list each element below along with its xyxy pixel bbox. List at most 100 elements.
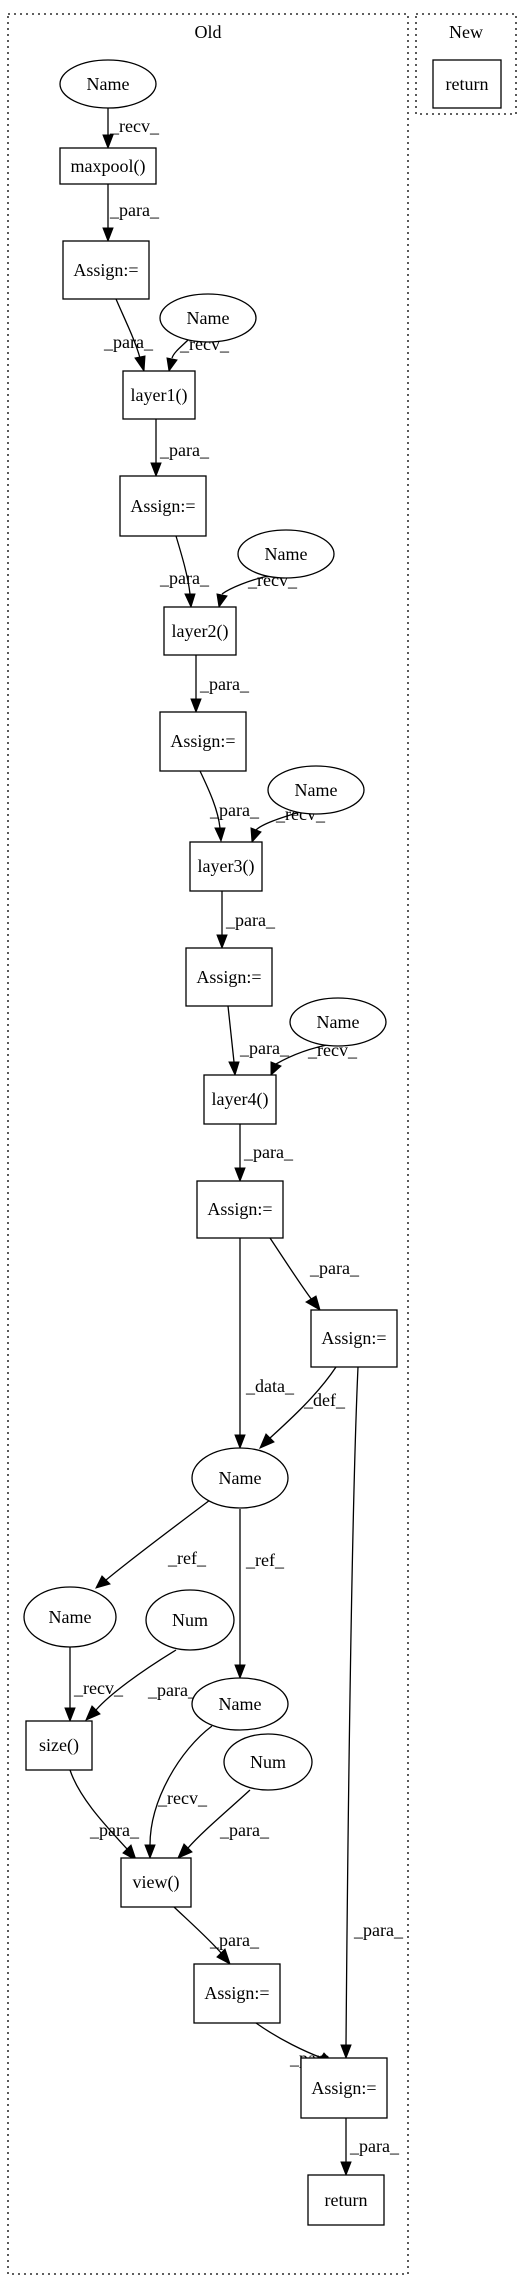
edge-recv-nameleft-size: _recv_ [64, 1647, 124, 1723]
edge-para-assign8-return: _para_ [340, 2118, 400, 2177]
edge-label: _para_ [209, 800, 260, 820]
node-layer3: layer3() [189, 841, 263, 892]
node-name-layer4: Name [289, 997, 387, 1047]
svg-text:layer2(): layer2() [172, 621, 229, 642]
edge-label: _para_ [199, 674, 250, 694]
svg-text:Name: Name [219, 1694, 262, 1714]
edge-para-layer3-assign4: _para_ [216, 891, 276, 950]
svg-text:Assign:=: Assign:= [73, 260, 138, 280]
edge-recv-name-maxpool: _recv_ [102, 106, 160, 150]
node-maxpool: maxpool() [59, 147, 157, 185]
edge-para-maxpool-assign1: _para_ [102, 184, 160, 243]
edge-label: _para_ [159, 440, 210, 460]
node-view: view() [120, 1857, 192, 1908]
svg-text:Assign:=: Assign:= [321, 1328, 386, 1348]
svg-text:size(): size() [39, 1735, 79, 1756]
edge-recv-nameright-view: _recv_ [144, 1725, 213, 1860]
edge-para-assign1-layer1: _para_ [103, 298, 154, 373]
edge-label: _para_ [109, 200, 160, 220]
svg-text:layer3(): layer3() [198, 856, 255, 877]
edge-label: _recv_ [157, 1788, 208, 1808]
edge-para-layer4-assign5: _para_ [234, 1124, 294, 1183]
edge-ref-name-nameright: _ref_ [234, 1509, 285, 1680]
svg-text:Assign:=: Assign:= [196, 967, 261, 987]
edge-para-layer2-assign3: _para_ [190, 655, 250, 714]
edge-para-assign4-layer4: _para_ [227, 1005, 290, 1077]
edge-label: _para_ [243, 1142, 294, 1162]
svg-text:Name: Name [219, 1468, 262, 1488]
node-return-new: return [432, 59, 502, 109]
svg-text:Assign:=: Assign:= [311, 2078, 376, 2098]
node-assign-6: Assign:= [310, 1309, 398, 1368]
node-assign-4: Assign:= [185, 947, 273, 1007]
svg-text:maxpool(): maxpool() [71, 156, 146, 177]
edge-label: _def_ [303, 1390, 346, 1410]
node-return-old: return [307, 2174, 385, 2226]
edge-label: _para_ [239, 1038, 290, 1058]
node-layer4: layer4() [203, 1074, 277, 1125]
svg-text:Name: Name [317, 1012, 360, 1032]
edge-data-assign5-name: _data_ [234, 1238, 295, 1450]
node-assign-1: Assign:= [62, 240, 150, 300]
edges: _recv_ _para_ _para_ _recv_ _para_ [64, 106, 404, 2177]
node-name-layer3: Name [267, 765, 365, 815]
node-num-1: Num [145, 1589, 235, 1651]
edge-para-assign2-layer2: _para_ [159, 535, 210, 609]
node-name-left: Name [23, 1586, 117, 1648]
edge-label: _para_ [309, 1258, 360, 1278]
edge-para-assign6-assign8: _para_ [340, 1366, 404, 2060]
svg-text:Assign:=: Assign:= [170, 731, 235, 751]
edge-label: _ref_ [245, 1550, 285, 1570]
edge-label: _para_ [225, 910, 276, 930]
svg-text:Name: Name [265, 544, 308, 564]
nodes: Name maxpool() Assign:= Name layer1() As… [23, 59, 502, 2226]
svg-text:Name: Name [49, 1607, 92, 1627]
edge-para-assign5-assign6: _para_ [269, 1237, 360, 1312]
svg-text:view(): view() [133, 1872, 180, 1893]
cluster-new-label: New [449, 22, 483, 42]
edge-para-size-view: _para_ [69, 1769, 140, 1862]
edge-label: _para_ [159, 568, 210, 588]
svg-text:Assign:=: Assign:= [204, 1983, 269, 2003]
node-name-layer2: Name [237, 529, 335, 579]
node-assign-8: Assign:= [300, 2057, 388, 2119]
edge-para-assign3-layer3: _para_ [199, 770, 260, 843]
edge-label: _recv_ [109, 116, 160, 136]
node-size: size() [25, 1720, 93, 1771]
edge-label: _ref_ [167, 1548, 207, 1568]
node-layer1: layer1() [122, 370, 196, 420]
edge-def-assign6-name: _def_ [259, 1366, 346, 1449]
cluster-new: New [415, 13, 517, 115]
node-name-top: Name [59, 59, 157, 109]
edge-label: _para_ [353, 1920, 404, 1940]
node-layer2: layer2() [163, 606, 237, 656]
svg-text:layer4(): layer4() [212, 1089, 269, 1110]
node-name-right: Name [191, 1677, 289, 1731]
svg-text:Assign:=: Assign:= [130, 496, 195, 516]
edge-para-num1-size: _para_ [85, 1649, 198, 1721]
edge-label: _para_ [209, 1930, 260, 1950]
svg-text:Name: Name [87, 74, 130, 94]
edge-label: _para_ [147, 1680, 198, 1700]
svg-text:Num: Num [172, 1610, 208, 1630]
edge-label: _recv_ [73, 1678, 124, 1698]
node-name-mid: Name [191, 1447, 289, 1509]
edge-label: _para_ [219, 1820, 270, 1840]
cluster-old-label: Old [195, 22, 222, 42]
edge-para-num2-view: _para_ [177, 1789, 270, 1859]
svg-text:Assign:=: Assign:= [207, 1199, 272, 1219]
edge-para-layer1-assign2: _para_ [150, 419, 210, 478]
svg-text:Name: Name [187, 308, 230, 328]
edge-ref-name-nameleft: _ref_ [95, 1499, 211, 1589]
node-assign-2: Assign:= [119, 475, 207, 537]
node-assign-3: Assign:= [159, 711, 247, 772]
node-assign-7: Assign:= [193, 1963, 281, 2024]
node-num-2: Num [223, 1733, 313, 1791]
svg-text:return: return [446, 74, 489, 94]
edge-label: _data_ [245, 1376, 295, 1396]
svg-text:return: return [325, 2190, 368, 2210]
svg-text:layer1(): layer1() [131, 385, 188, 406]
node-assign-5: Assign:= [196, 1180, 284, 1239]
edge-label: _para_ [89, 1820, 140, 1840]
